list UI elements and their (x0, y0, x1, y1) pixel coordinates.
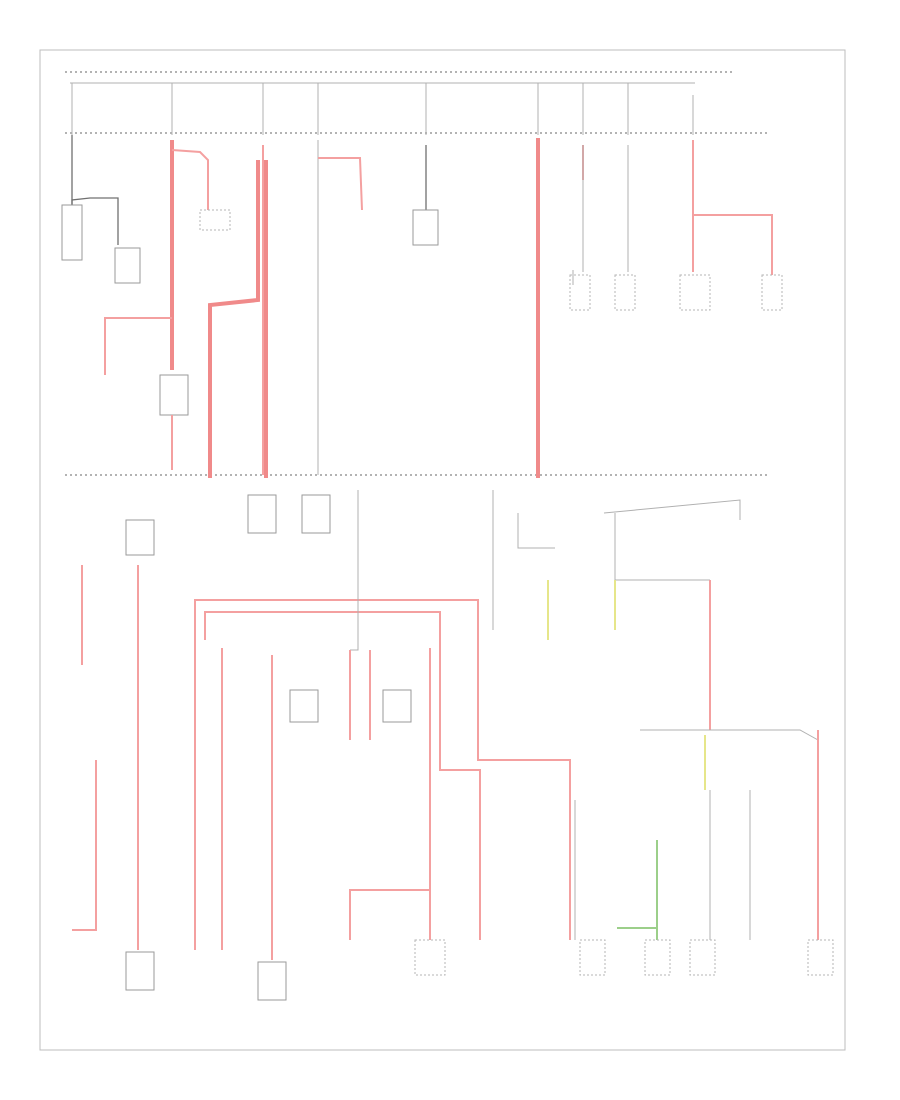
left-red-wires (104, 140, 268, 478)
upper-fuse-drops (71, 83, 694, 135)
lower-wires (72, 490, 819, 960)
generator-icon (412, 209, 439, 246)
middle-upper-wires (317, 138, 773, 478)
diagram-frame (39, 49, 846, 1051)
lower-connectors (125, 689, 834, 1001)
battery-icon (61, 204, 83, 261)
battery-branch (61, 135, 141, 284)
top-bus (65, 71, 770, 476)
upper-connectors (199, 209, 783, 311)
lower-section-components (125, 494, 741, 581)
starter-icon (114, 247, 141, 284)
